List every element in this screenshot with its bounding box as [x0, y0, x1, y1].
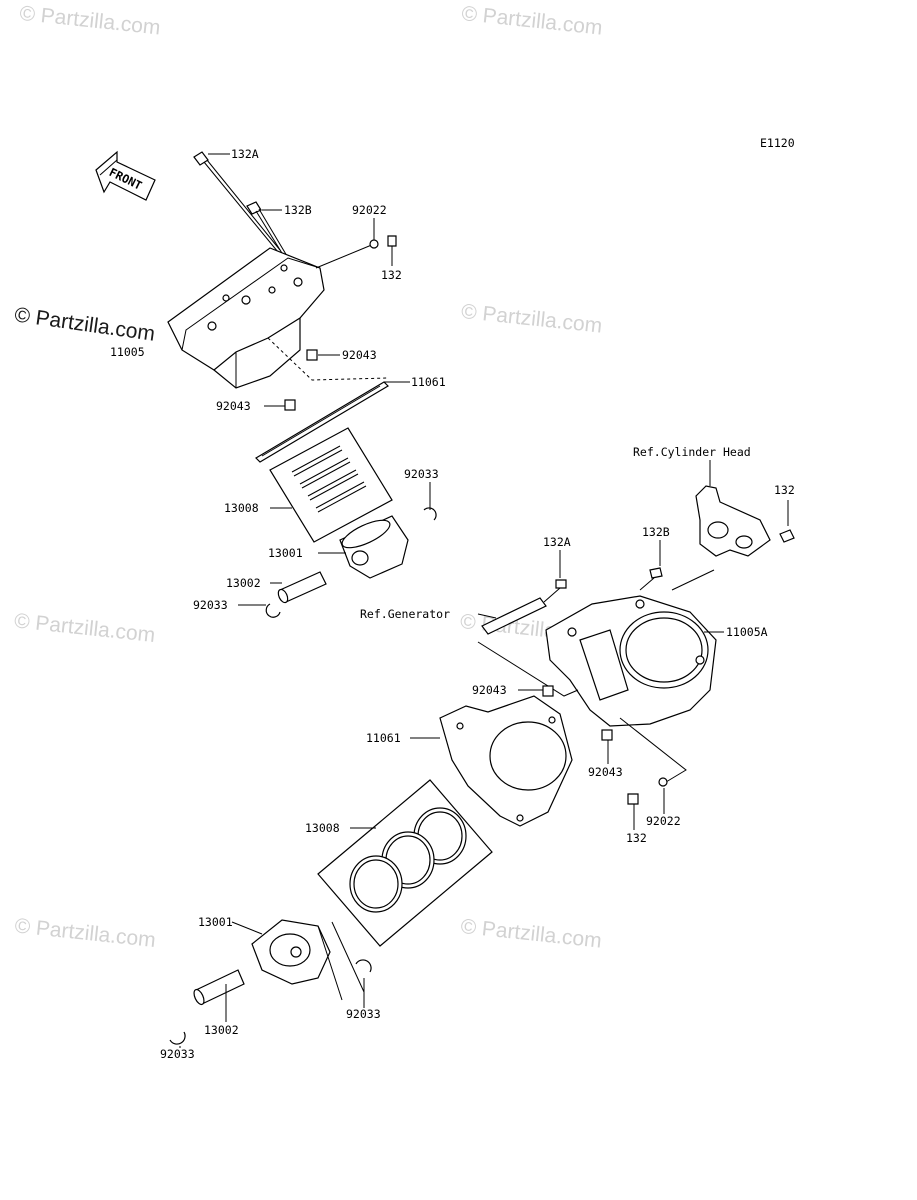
part-label-92033: 92033: [193, 598, 228, 612]
watermark-text: © Partzilla.com: [13, 609, 156, 647]
top-assembly-drawing: [167, 151, 437, 618]
ref-cylinder-head-label: Ref.Cylinder Head: [633, 445, 751, 459]
part-label-92022: 92022: [352, 203, 387, 217]
part-label-92043: 92043: [472, 683, 507, 697]
part-label-11005: 11005: [110, 345, 145, 359]
watermark-text: © Partzilla.com: [460, 915, 603, 953]
watermark-prominent: © Partzilla.com: [13, 303, 156, 345]
part-label-92033: 92033: [404, 467, 439, 481]
part-label-13001: 13001: [198, 915, 233, 929]
part-label-13008: 13008: [224, 501, 259, 515]
part-label-92022: 92022: [646, 814, 681, 828]
part-labels: 132A 132B 92022 132 11005 92043 11061 92…: [110, 147, 795, 1061]
watermark-text: © Partzilla.com: [18, 2, 161, 40]
part-label-132: 132: [774, 483, 795, 497]
diagram-code: E1120: [760, 136, 795, 150]
part-label-11061: 11061: [366, 731, 401, 745]
bottom-assembly-drawing: [169, 485, 795, 1045]
part-label-92033: 92033: [160, 1047, 195, 1061]
part-label-132: 132: [381, 268, 402, 282]
watermark-text: © Partzilla.com: [460, 300, 603, 338]
part-label-132a: 132A: [543, 535, 571, 549]
part-label-92033: 92033: [346, 1007, 381, 1021]
part-label-132: 132: [626, 831, 647, 845]
part-label-13008: 13008: [305, 821, 340, 835]
watermark-text: © Partzilla.com: [460, 2, 603, 40]
part-label-92043: 92043: [342, 348, 377, 362]
part-label-92043: 92043: [216, 399, 251, 413]
part-label-11005a: 11005A: [726, 625, 768, 639]
front-arrow-icon: FRONT: [95, 150, 156, 201]
part-label-13002: 13002: [204, 1023, 239, 1037]
part-label-13002: 13002: [226, 576, 261, 590]
leader-lines: [179, 153, 789, 1048]
ref-generator-label: Ref.Generator: [360, 607, 450, 621]
part-label-13001: 13001: [268, 546, 303, 560]
part-label-132a: 132A: [231, 147, 259, 161]
part-label-92043: 92043: [588, 765, 623, 779]
watermark-text: © Partzilla.com: [14, 914, 157, 952]
part-label-132b: 132B: [284, 203, 312, 217]
part-label-132b: 132B: [642, 525, 670, 539]
part-label-11061: 11061: [411, 375, 446, 389]
